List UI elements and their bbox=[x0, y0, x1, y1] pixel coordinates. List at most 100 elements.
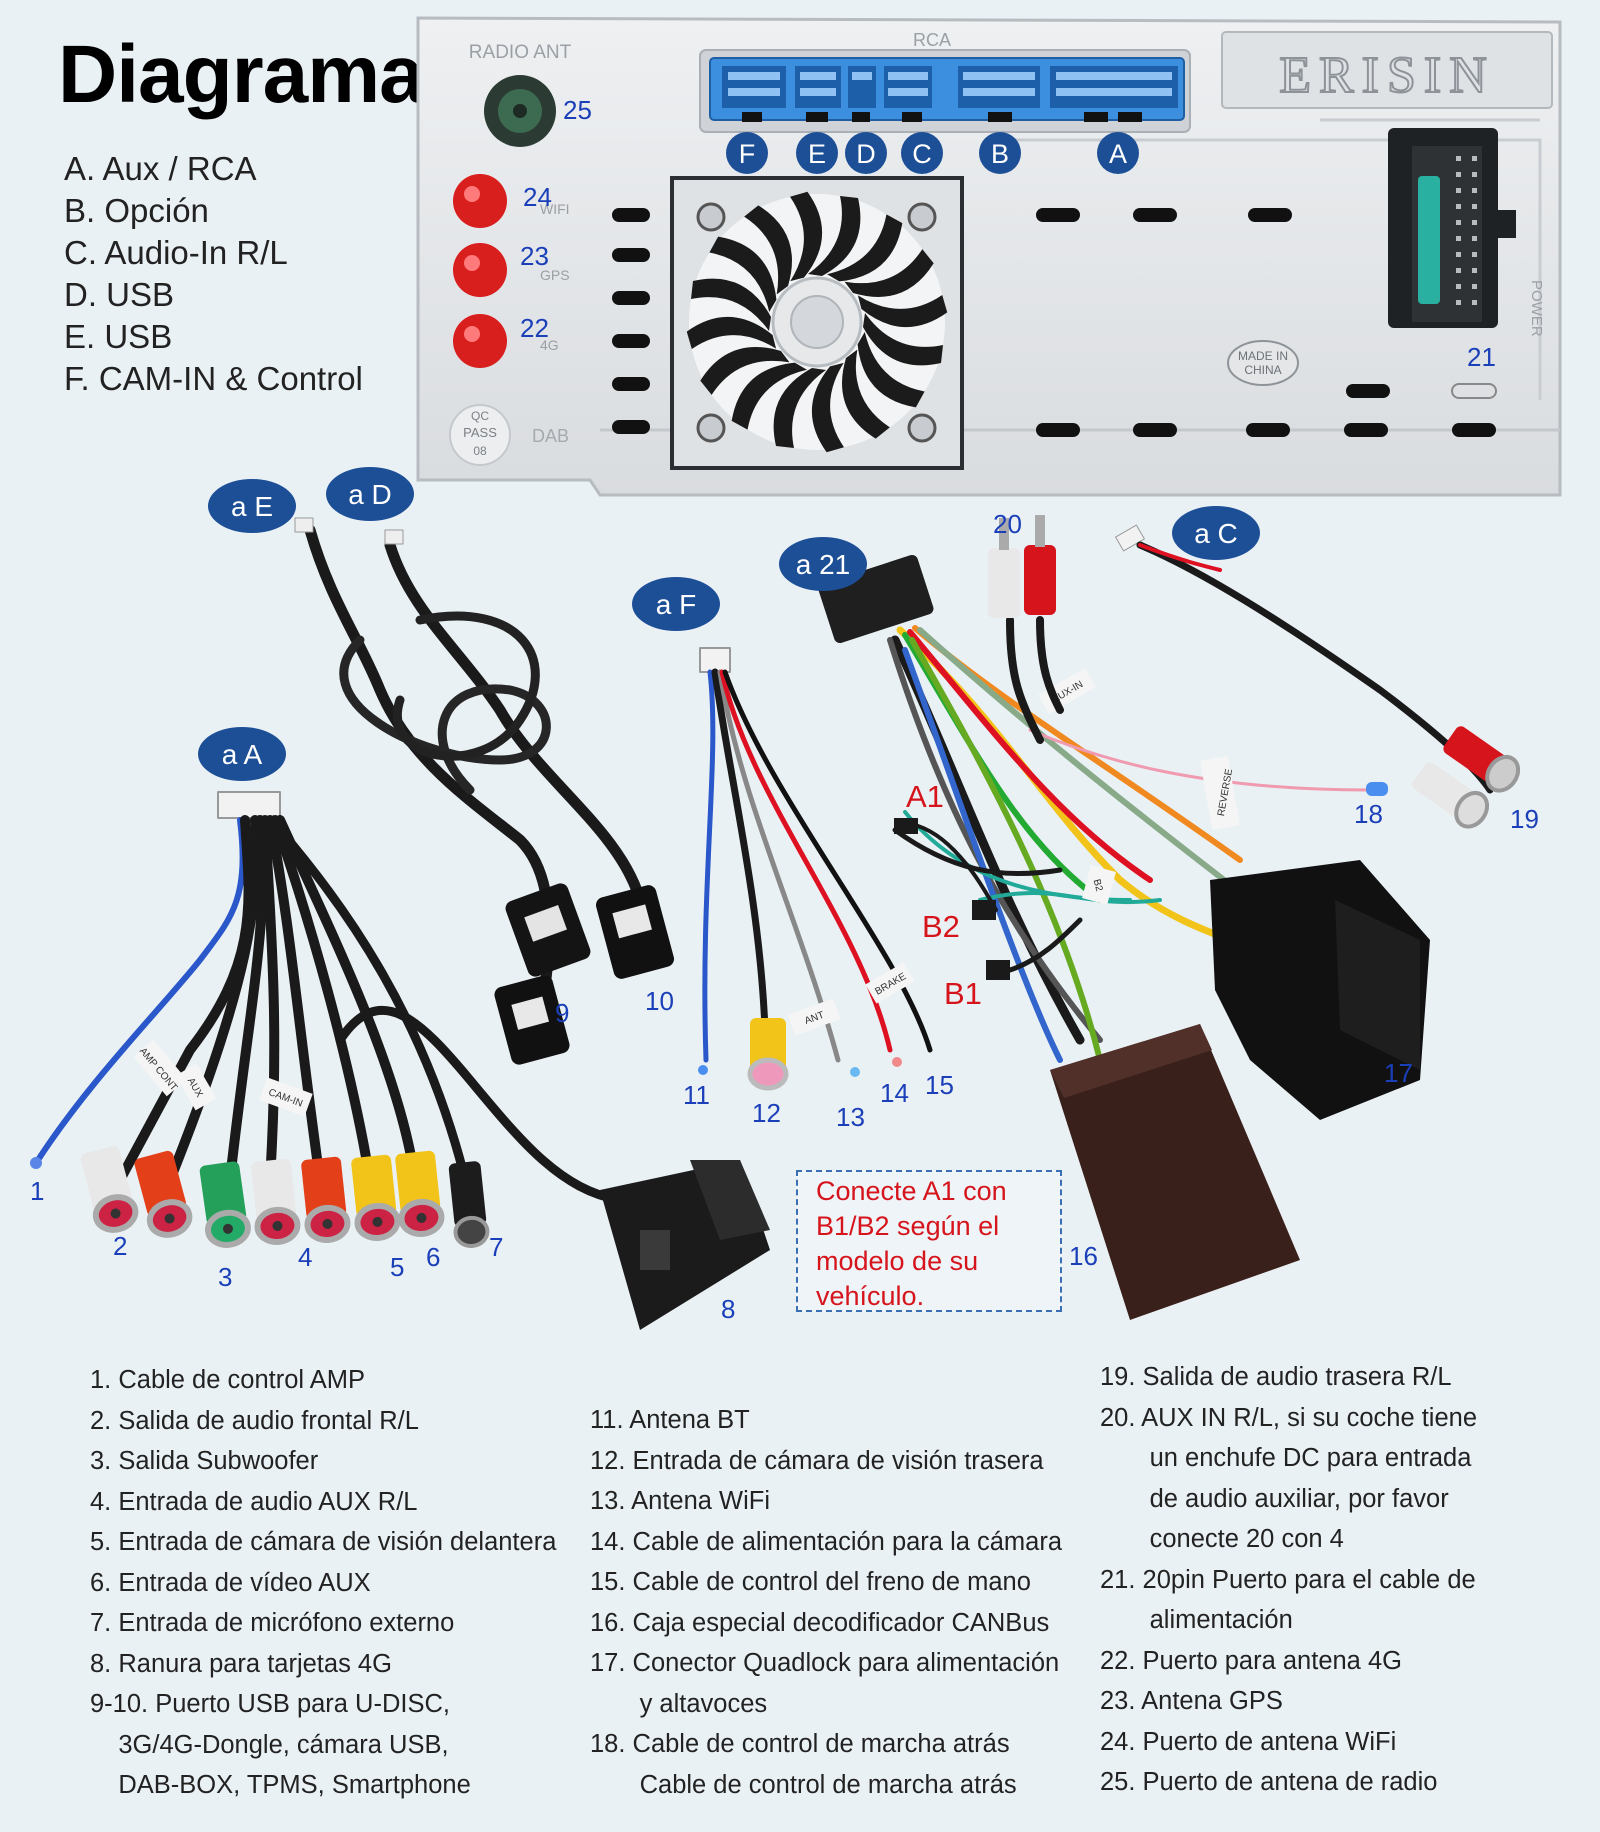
fan-blade bbox=[863, 313, 943, 366]
legend-item: 14. Cable de alimentación para la cámara bbox=[590, 1527, 1063, 1556]
fan-blade bbox=[827, 214, 903, 282]
audio-c-cable bbox=[1115, 524, 1521, 829]
num-2: 2 bbox=[113, 1231, 127, 1261]
dab-label: DAB bbox=[532, 426, 569, 446]
fan-blade bbox=[844, 249, 934, 297]
num-24: 24 bbox=[523, 182, 552, 212]
port-badges: F E D C B A bbox=[726, 132, 1139, 174]
port-badge-b: B bbox=[979, 132, 1021, 174]
rca-label: RCA bbox=[913, 30, 951, 50]
num-23: 23 bbox=[520, 241, 549, 271]
legend-item: de audio auxiliar, por favor bbox=[1100, 1484, 1449, 1513]
made-in-label-2: CHINA bbox=[1244, 363, 1281, 377]
port-item-d: D. USB bbox=[64, 276, 175, 313]
cable-badge-c-label: a C bbox=[1194, 518, 1238, 549]
connector-b2-label: B2 bbox=[922, 909, 960, 944]
power-label: POWER bbox=[1528, 280, 1545, 337]
radio-ant-label: RADIO ANT bbox=[469, 42, 572, 63]
legend-item: 19. Salida de audio trasera R/L bbox=[1100, 1363, 1452, 1391]
power-pin bbox=[1472, 156, 1477, 161]
connector-b1-label: B1 bbox=[944, 976, 982, 1011]
page-title: Diagrama bbox=[58, 29, 425, 120]
fan-blade bbox=[811, 362, 844, 453]
legend-item: 22. Puerto para antena 4G bbox=[1100, 1646, 1402, 1675]
legend-item: conecte 20 con 4 bbox=[1100, 1525, 1344, 1553]
harness-f: ANT BRAKE bbox=[698, 647, 933, 1091]
power-pin bbox=[1472, 188, 1477, 193]
legend-item: 18. Cable de control de marcha atrás bbox=[590, 1730, 1010, 1758]
port-item-f: F. CAM-IN & Control bbox=[64, 360, 363, 397]
fan-blade bbox=[731, 362, 807, 430]
tag-b2: B2 bbox=[1091, 878, 1105, 893]
legend-item: 9-10. Puerto USB para U-DISC, bbox=[90, 1690, 450, 1718]
cable-badge-f: a F bbox=[632, 577, 720, 631]
port-item-a: A. Aux / RCA bbox=[64, 150, 257, 187]
brand-logo: ERISIN bbox=[1279, 47, 1495, 104]
num-25: 25 bbox=[563, 95, 592, 125]
power-pin bbox=[1456, 252, 1461, 257]
left-vents bbox=[612, 208, 650, 434]
cable-badge-d-label: a D bbox=[348, 479, 392, 510]
usb-cables bbox=[294, 517, 675, 1065]
wifi-label: WIFI bbox=[540, 201, 570, 217]
num-18: 18 bbox=[1354, 799, 1383, 829]
legend-item: 13. Antena WiFi bbox=[590, 1487, 771, 1515]
cable-badges: a E a D a F a 21 a C a A bbox=[198, 467, 1260, 781]
legend-column-2: 11. Antena BT 12. Entrada de cámara de v… bbox=[590, 1400, 1062, 1805]
legend-item: 16. Caja especial decodificador CANBus bbox=[590, 1608, 1050, 1637]
legend-column-3: 19. Salida de audio trasera R/L 20. AUX … bbox=[1100, 1357, 1477, 1803]
num-15: 15 bbox=[925, 1070, 954, 1100]
legend-item: 2. Salida de audio frontal R/L bbox=[90, 1406, 419, 1435]
fan-blade bbox=[857, 295, 948, 328]
fan-blade bbox=[709, 236, 777, 312]
num-20: 20 bbox=[993, 509, 1022, 539]
power-pin bbox=[1472, 252, 1477, 257]
num-10: 10 bbox=[645, 986, 674, 1016]
port-badge-e-label: E bbox=[808, 139, 826, 169]
power-pin bbox=[1472, 204, 1477, 209]
cables: AMP CONT AUX CAM-IN ANT BRAKE bbox=[30, 515, 1521, 1330]
legend-item: 3G/4G-Dongle, cámara USB, bbox=[90, 1730, 449, 1759]
num-1: 1 bbox=[30, 1176, 44, 1206]
num-6: 6 bbox=[426, 1242, 440, 1272]
port-list: A. Aux / RCA B. Opción C. Audio-In R/L D… bbox=[64, 148, 363, 400]
legend-item: 4. Entrada de audio AUX R/L bbox=[90, 1487, 418, 1516]
4g-label: 4G bbox=[540, 337, 559, 353]
fan-blade bbox=[691, 278, 771, 331]
power-pin bbox=[1472, 220, 1477, 225]
num-7: 7 bbox=[489, 1232, 503, 1262]
power-pin bbox=[1456, 156, 1461, 161]
cable-badge-21: a 21 bbox=[779, 537, 867, 591]
num-4: 4 bbox=[298, 1242, 312, 1272]
power-pin bbox=[1472, 268, 1477, 273]
power-port: POWER bbox=[1388, 128, 1545, 337]
port-badge-a: A bbox=[1097, 132, 1139, 174]
cable-badge-e-label: a E bbox=[231, 491, 273, 522]
legend-item: 23. Antena GPS bbox=[1100, 1687, 1283, 1715]
port-badge-c-label: C bbox=[912, 139, 932, 169]
legend-item: 1. Cable de control AMP bbox=[90, 1366, 365, 1394]
qc-label-3: 08 bbox=[473, 444, 487, 458]
legend-item: Cable de control de marcha atrás bbox=[590, 1770, 1017, 1799]
port-badge-c: C bbox=[901, 132, 943, 174]
num-21: 21 bbox=[1467, 342, 1496, 372]
aux-in-cable bbox=[988, 515, 1064, 744]
wiring-diagram: RCA ERISIN RADIO ANT WIFI GPS 4G QC PASS… bbox=[30, 16, 1562, 1330]
port-badge-e: E bbox=[796, 132, 838, 174]
fan-blade bbox=[686, 316, 777, 349]
port-badge-a-label: A bbox=[1109, 139, 1127, 169]
legend-item: 12. Entrada de cámara de visión trasera bbox=[590, 1446, 1044, 1475]
legend-item: 7. Entrada de micrófono externo bbox=[90, 1609, 455, 1637]
port-badge-d-label: D bbox=[856, 139, 876, 169]
harness-a bbox=[30, 791, 625, 1205]
num-3: 3 bbox=[218, 1262, 232, 1292]
power-pin bbox=[1456, 220, 1461, 225]
num-17: 17 bbox=[1384, 1058, 1413, 1088]
legend-item: 5. Entrada de cámara de visión delantera bbox=[90, 1528, 557, 1556]
cable-badge-e: a E bbox=[208, 479, 296, 533]
connection-note: Conecte A1 con B1/B2 según el modelo de … bbox=[796, 1170, 1062, 1312]
head-unit: RCA ERISIN RADIO ANT WIFI GPS 4G QC PASS… bbox=[416, 16, 1562, 497]
port-badge-f: F bbox=[726, 132, 768, 174]
power-pin bbox=[1472, 236, 1477, 241]
legend-item: 21. 20pin Puerto para el cable de bbox=[1100, 1565, 1476, 1594]
